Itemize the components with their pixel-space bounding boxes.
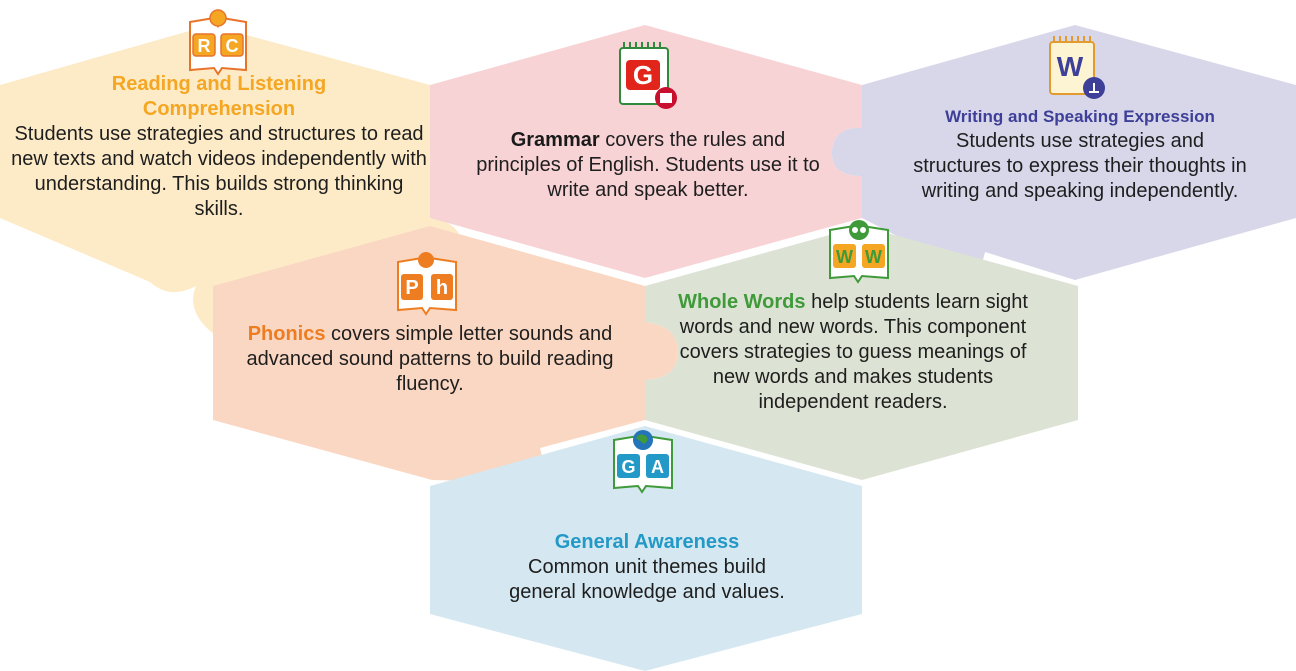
- svg-text:h: h: [436, 277, 448, 299]
- general-title: General Awareness: [554, 531, 740, 553]
- reading-title: Reading and Listening Comprehension: [111, 73, 327, 120]
- writing-hexagon: [831, 25, 1296, 280]
- general-tile-text: General Awareness Common unit themes bui…: [462, 530, 832, 605]
- phonics-hexagon: [213, 226, 678, 482]
- writing-tile-text: Writing and Speaking Expression Students…: [900, 104, 1260, 204]
- reading-description: Students use strategies and structures t…: [11, 123, 427, 220]
- grammar-description: covers the rules and principles of Engli…: [476, 129, 820, 201]
- grammar-title: Grammar: [510, 129, 600, 151]
- grammar-tile-text: Grammar covers the rules and principles …: [472, 128, 824, 203]
- writing-notepad-icon: W: [1049, 36, 1105, 99]
- whole-words-hexagon: [645, 226, 1078, 480]
- rc-book-icon: R C: [189, 9, 247, 76]
- svg-text:C: C: [226, 36, 239, 56]
- writing-description: Students use strategies and structures t…: [913, 130, 1247, 202]
- general-description: Common unit themes build general knowled…: [509, 556, 785, 603]
- phonics-description: covers simple letter sounds and advanced…: [246, 323, 614, 395]
- general-awareness-book-icon: G A: [613, 430, 673, 494]
- phonics-book-icon: P h: [397, 252, 457, 316]
- svg-text:W: W: [1057, 51, 1084, 82]
- svg-text:A: A: [651, 457, 664, 477]
- svg-text:W: W: [836, 247, 853, 267]
- reading-tile-text: Reading and Listening Comprehension Stud…: [10, 72, 428, 222]
- svg-text:P: P: [405, 277, 418, 299]
- svg-text:R: R: [198, 36, 211, 56]
- grammar-notepad-icon: G: [619, 42, 677, 109]
- whole-words-description: help students learn sight words and new …: [679, 291, 1028, 413]
- whole-words-title: Whole Words: [678, 291, 806, 313]
- writing-title: Writing and Speaking Expression: [945, 107, 1215, 126]
- phonics-title: Phonics: [247, 323, 326, 345]
- phonics-tile-text: Phonics covers simple letter sounds and …: [232, 322, 628, 397]
- general-awareness-hexagon: [430, 426, 862, 671]
- whole-words-book-icon: W W: [829, 220, 889, 284]
- svg-text:G: G: [633, 60, 653, 90]
- whole-words-tile-text: Whole Words help students learn sight wo…: [668, 290, 1038, 415]
- grammar-hexagon: [430, 25, 862, 278]
- svg-text:W: W: [865, 247, 882, 267]
- svg-text:G: G: [621, 457, 635, 477]
